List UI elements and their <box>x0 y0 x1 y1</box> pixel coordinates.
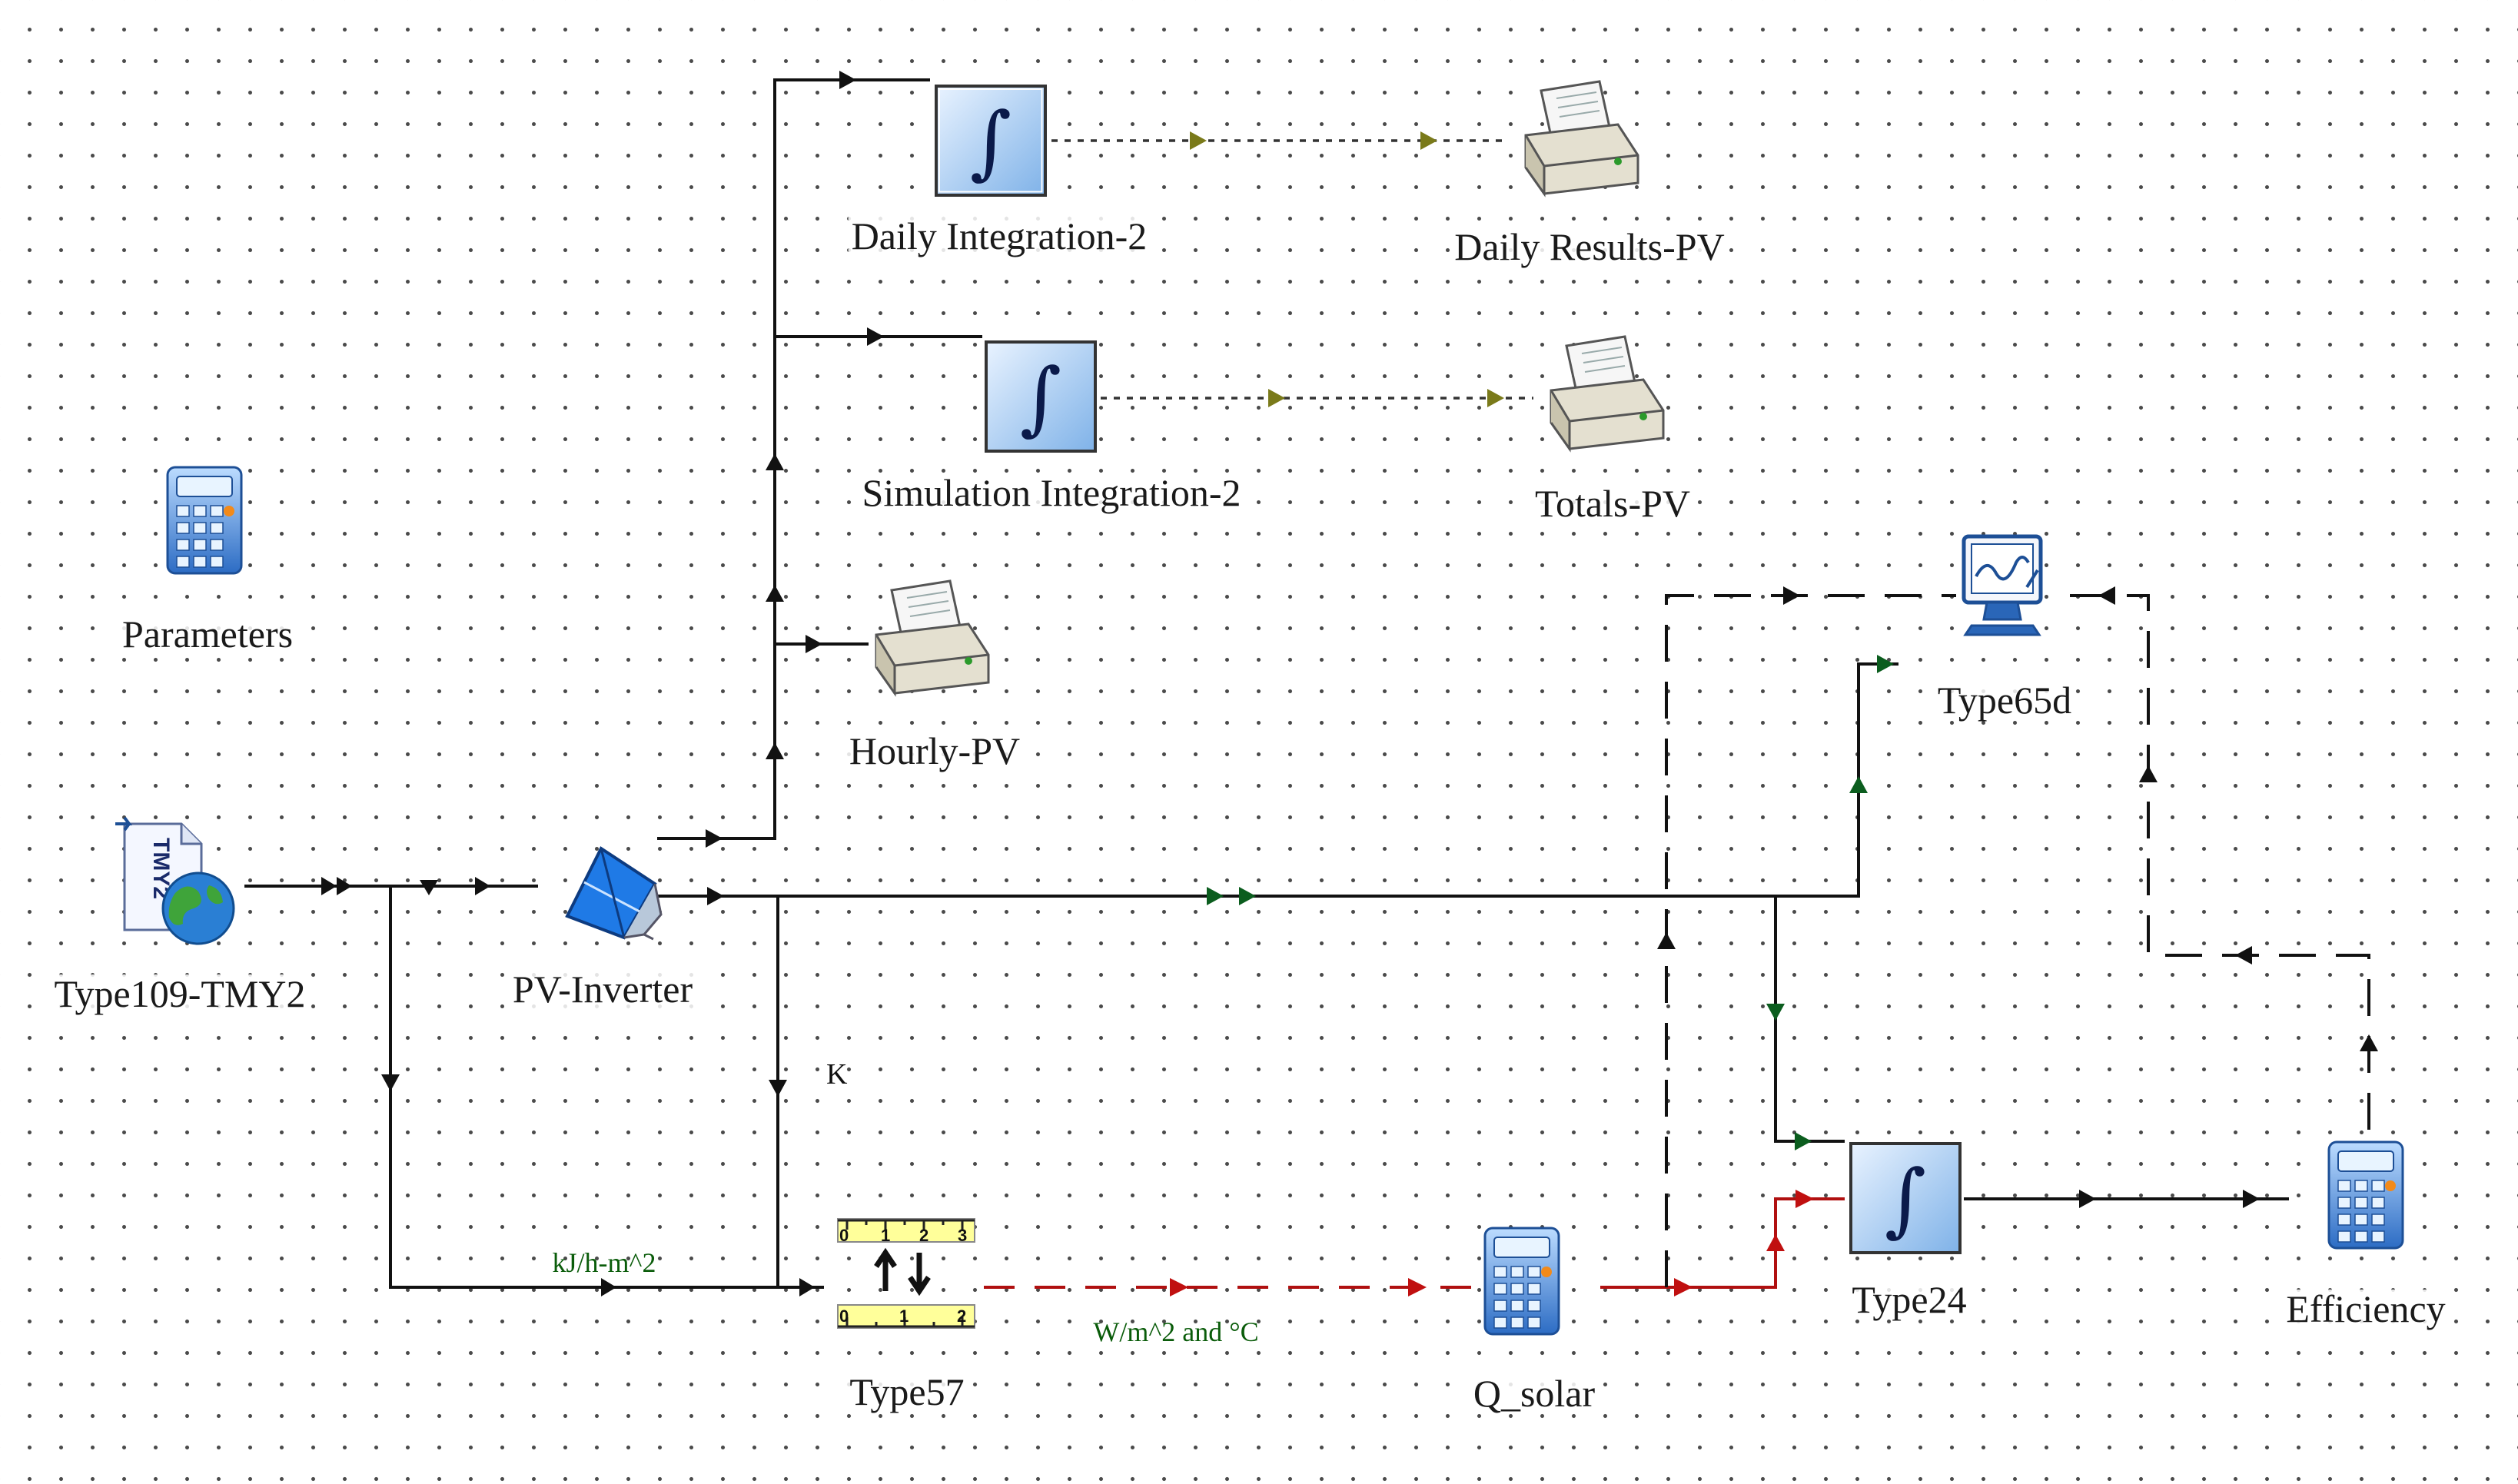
arrow-right-red <box>1674 1278 1693 1296</box>
ruler-tick-top-3: 3 <box>958 1226 967 1245</box>
link-qsolar-to-plotter[interactable] <box>1665 594 1956 1287</box>
arrow-right <box>1783 586 1800 605</box>
printer-icon-hourly[interactable] <box>875 579 990 697</box>
pv-panel-icon[interactable] <box>565 846 663 941</box>
arrow-left <box>2098 586 2115 605</box>
arrow-up <box>1657 932 1676 949</box>
link-label-kelvin: K <box>826 1058 848 1091</box>
arrow-right-olive <box>1420 131 1437 150</box>
links-dotted <box>1051 139 1533 400</box>
arrow-up <box>2139 765 2158 782</box>
arrow-right <box>799 1278 815 1296</box>
ruler-tick-top-0: 0 <box>839 1226 849 1245</box>
label-daily-results: Daily Results-PV <box>1451 227 1728 266</box>
link-weather-to-type57[interactable] <box>389 886 824 1289</box>
printer-icon-totals[interactable] <box>1550 335 1665 453</box>
links-red <box>984 1197 1845 1289</box>
calculator-icon-efficiency[interactable] <box>2327 1140 2404 1250</box>
arrow-right <box>475 877 490 895</box>
label-type24: Type24 <box>1849 1280 1970 1319</box>
label-type57: Type57 <box>846 1373 968 1411</box>
arrow-down <box>420 880 438 895</box>
arrow-down <box>769 1080 787 1097</box>
link-bus-to-type24[interactable] <box>1774 896 1845 1143</box>
arrow-right <box>839 71 856 89</box>
arrow-right <box>337 877 352 895</box>
arrow-right-green <box>1207 887 1224 905</box>
integral-icon-simulation[interactable]: ∫ <box>985 340 1097 453</box>
link-qsolar-to-type24[interactable] <box>1600 1197 1845 1289</box>
arrow-right-olive <box>1268 389 1285 407</box>
link-efficiency-to-plotter[interactable] <box>2054 594 2370 1130</box>
arrow-left <box>2235 946 2252 964</box>
ruler-tick-top-1: 1 <box>881 1226 890 1245</box>
integral-symbol: ∫ <box>1020 350 1061 444</box>
link-label-converted-unit: W/m^2 and °C <box>1093 1316 1258 1347</box>
arrow-right <box>707 887 724 905</box>
arrow-right-red <box>1408 1278 1427 1296</box>
label-simulation-integration: Simulation Integration-2 <box>859 473 1244 512</box>
arrow-right <box>806 635 822 653</box>
link-pv-trunk[interactable] <box>657 78 930 840</box>
links-dashed-black <box>1665 594 2370 1287</box>
unit-converter-icon[interactable]: 0 1 2 3 0 1 2 <box>837 1218 975 1329</box>
arrow-right <box>867 327 884 346</box>
label-hourly: Hourly-PV <box>845 732 1024 770</box>
arrow-right <box>2079 1190 2096 1208</box>
calculator-icon-q-solar[interactable] <box>1483 1227 1560 1336</box>
arrow-right-red <box>1795 1190 1814 1208</box>
label-pv-inverter: PV-Inverter <box>509 970 696 1008</box>
integral-icon-type24[interactable]: ∫ <box>1849 1142 1962 1254</box>
link-bus-to-type65d[interactable] <box>1846 662 1898 898</box>
integral-icon-daily[interactable]: ∫ <box>935 85 1047 197</box>
ruler-tick-bottom-2: 2 <box>957 1306 966 1326</box>
label-efficiency: Efficiency <box>2283 1290 2449 1328</box>
arrow-down <box>381 1074 400 1091</box>
label-weather: Type109-TMY2 <box>51 974 309 1013</box>
arrow-down-green <box>1766 1004 1785 1021</box>
arrow-right-olive <box>1190 131 1207 150</box>
arrow-right <box>2243 1190 2260 1208</box>
printer-icon-daily-results[interactable] <box>1524 80 1639 198</box>
calculator-icon-parameters[interactable] <box>166 466 243 575</box>
arrow-right-green <box>1877 655 1894 673</box>
arrowheads <box>321 71 2378 1296</box>
arrow-up <box>766 585 784 602</box>
label-totals: Totals-PV <box>1531 484 1694 523</box>
arrow-right <box>321 877 337 895</box>
arrow-up <box>2360 1034 2378 1051</box>
arrow-right <box>601 1278 616 1296</box>
arrow-right-olive <box>1487 389 1504 407</box>
arrow-right-green <box>1795 1132 1812 1150</box>
arrow-up-red <box>1766 1234 1785 1251</box>
arrow-right-red <box>1170 1278 1188 1296</box>
weather-file-globe-icon[interactable]: TMY2 <box>115 816 235 945</box>
arrow-up <box>766 453 784 470</box>
monitor-plot-icon[interactable] <box>1962 534 2043 636</box>
arrow-up <box>766 742 784 759</box>
link-label-radiation-unit: kJ/h-m^2 <box>553 1247 656 1278</box>
label-daily-integration: Daily Integration-2 <box>848 217 1151 255</box>
arrow-right <box>706 829 723 848</box>
label-plotter: Type65d <box>1934 681 2075 719</box>
ruler-tick-top-2: 2 <box>919 1226 928 1245</box>
arrow-up-green <box>1849 776 1868 793</box>
links-green <box>1774 662 1898 1143</box>
arrow-right-green <box>1239 887 1256 905</box>
label-parameters: Parameters <box>118 615 297 653</box>
label-q-solar: Q_solar <box>1470 1374 1599 1413</box>
ruler-tick-bottom-0: 0 <box>839 1306 849 1326</box>
integral-symbol: ∫ <box>1885 1152 1926 1246</box>
ruler-tick-bottom-1: 1 <box>899 1306 909 1326</box>
integral-symbol: ∫ <box>970 95 1012 188</box>
